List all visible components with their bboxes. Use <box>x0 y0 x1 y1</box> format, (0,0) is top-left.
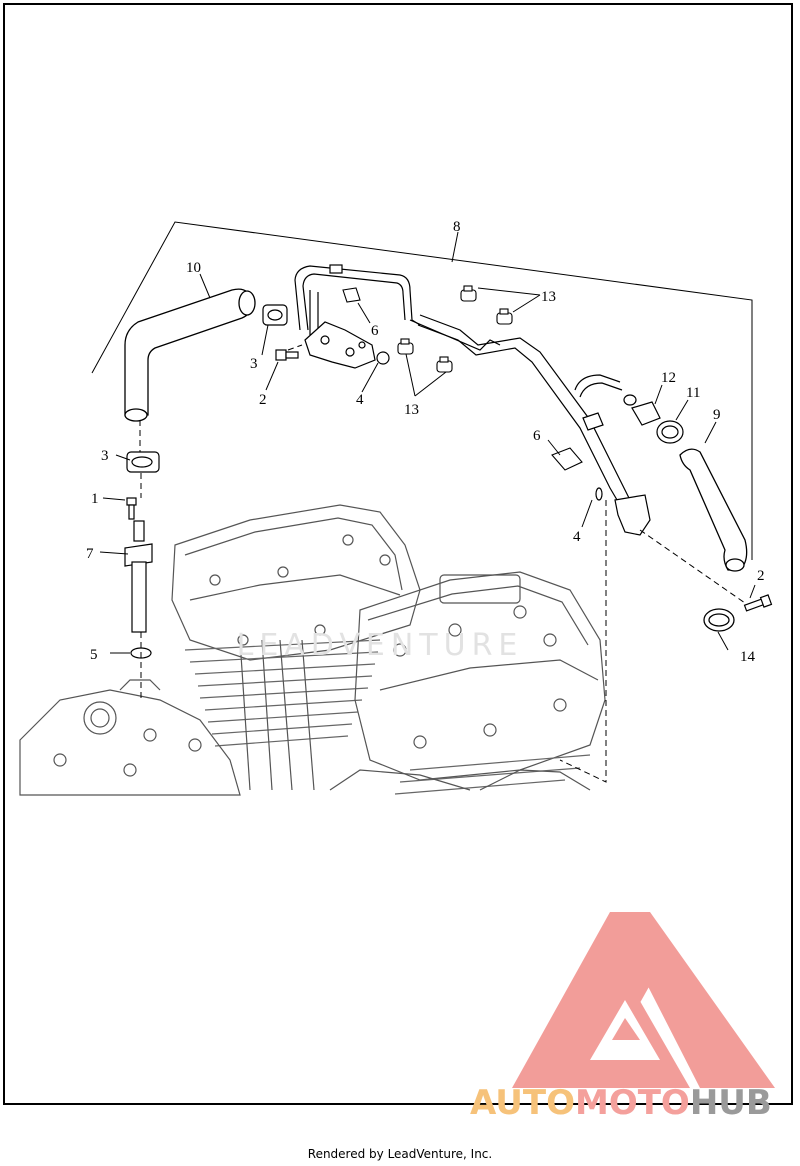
callout-2-lower: 2 <box>757 568 765 584</box>
callout-13-upper: 13 <box>541 289 556 305</box>
footer-credit: Rendered by LeadVenture, Inc. <box>307 1147 493 1161</box>
callout-12: 12 <box>661 370 676 386</box>
callout-8: 8 <box>453 219 461 235</box>
callout-labels: 8 10 13 6 3 2 4 13 12 11 9 6 3 1 7 4 2 5… <box>86 219 765 665</box>
leader-lines <box>99 231 756 654</box>
faint-watermark-text: LEADVENTURE <box>237 628 524 663</box>
callout-1: 1 <box>91 491 99 507</box>
callout-3-upper: 3 <box>250 356 258 372</box>
clamps-13 <box>397 285 513 373</box>
callout-10: 10 <box>186 260 201 276</box>
callout-5: 5 <box>90 647 98 663</box>
callout-2-upper: 2 <box>259 392 267 408</box>
engine-illustration <box>19 504 606 796</box>
tube-assembly-8 <box>294 264 651 536</box>
bolt-1 <box>126 497 137 520</box>
callout-4-lower: 4 <box>573 529 581 545</box>
callout-11: 11 <box>686 385 700 401</box>
logo-text-hub: HUB <box>690 1083 772 1123</box>
callout-7: 7 <box>86 546 94 562</box>
callout-6-upper: 6 <box>371 323 379 339</box>
clamp-11 <box>656 420 684 444</box>
svg-text:AUTOMOTOHUB: AUTOMOTOHUB <box>470 1083 772 1123</box>
assembly-bracket-lines <box>91 221 753 560</box>
dashed-centerlines <box>139 344 746 783</box>
clamp-14 <box>703 608 735 632</box>
logo-text-auto: AUTO <box>470 1083 575 1123</box>
callout-9: 9 <box>713 407 721 423</box>
clamp-3-upper <box>262 304 288 326</box>
diagram-frame <box>3 3 793 1105</box>
tube-7 <box>124 520 153 633</box>
clips-6 <box>342 287 583 471</box>
automotohub-logo: AUTOMOTOHUB <box>470 912 775 1123</box>
callout-13-lower: 13 <box>404 402 419 418</box>
callout-14: 14 <box>740 649 756 665</box>
logo-text-moto: MOTO <box>575 1083 690 1123</box>
o-ring-4 <box>376 351 603 501</box>
logo-triangle <box>512 912 775 1088</box>
hose-10 <box>124 288 256 422</box>
callout-6-lower: 6 <box>533 428 541 444</box>
clamp-3-lower <box>126 451 160 473</box>
hose-9 <box>679 448 748 572</box>
bolt-2-upper <box>275 349 299 361</box>
callout-3-lower: 3 <box>101 448 109 464</box>
callout-4-upper: 4 <box>356 392 364 408</box>
flange-plate <box>304 321 376 369</box>
coupler-12 <box>623 394 661 426</box>
bolt-2-lower <box>743 594 773 612</box>
